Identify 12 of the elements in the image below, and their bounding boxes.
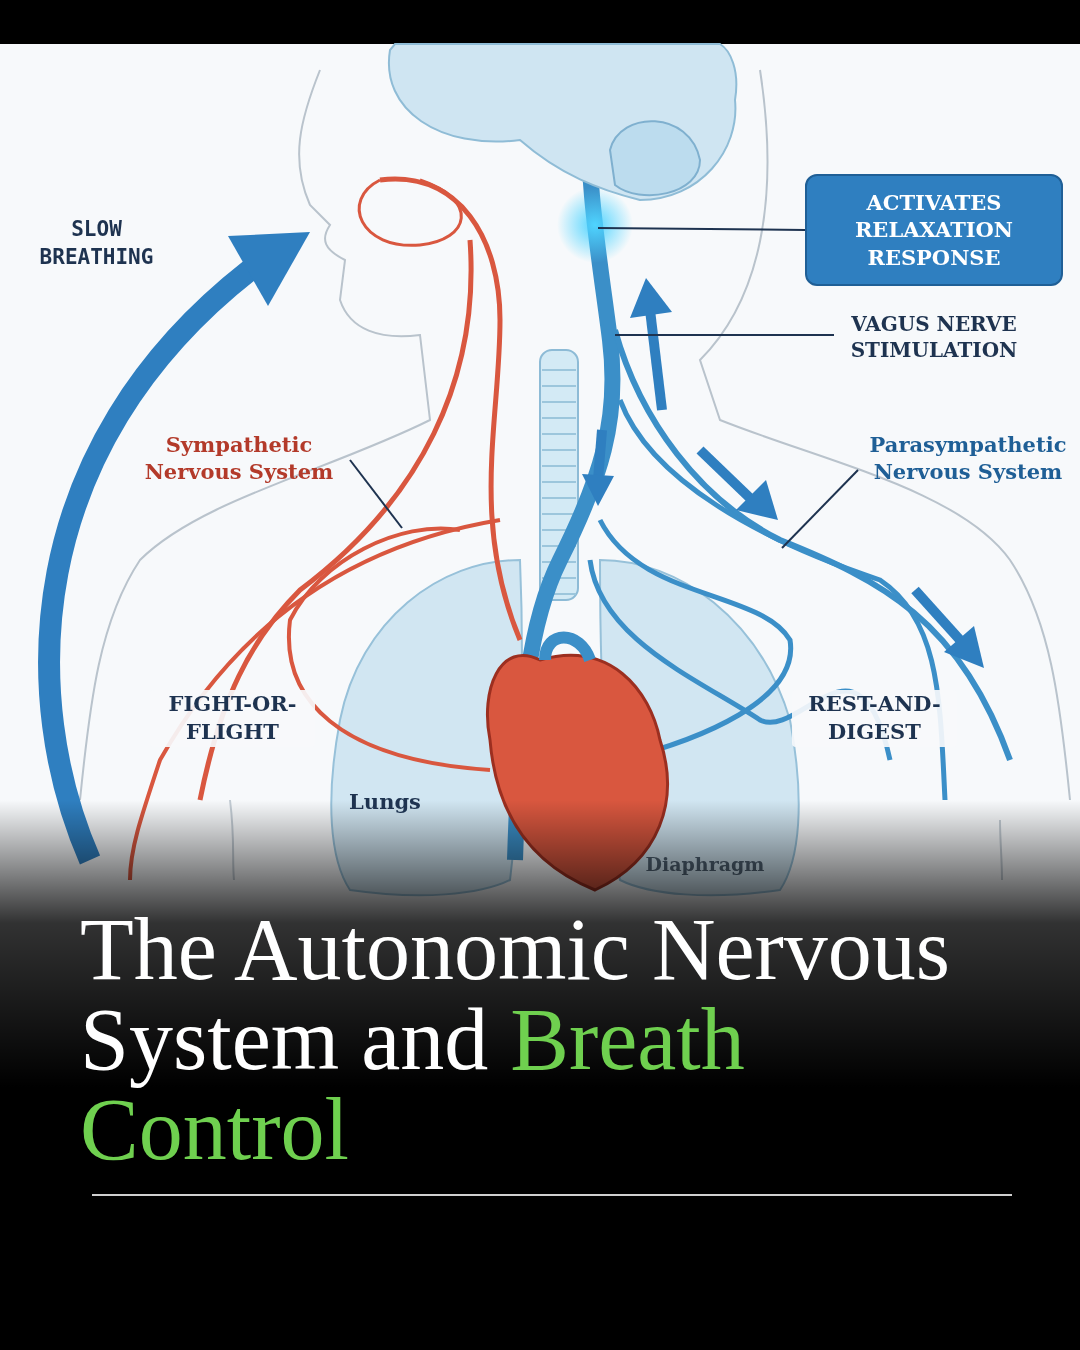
part-label: Lungs	[348, 788, 422, 816]
callout-text: VAGUS NERVE STIMULATION	[849, 311, 1019, 363]
part-label: Diaphragm	[644, 852, 766, 877]
callout-box: ACTIVATES RELAXATION RESPONSE	[805, 174, 1063, 286]
callout-text: Parasympathetic Nervous System	[868, 430, 1068, 486]
leader-line	[781, 469, 859, 549]
title: The Autonomic Nervous System and Breath Control	[80, 905, 952, 1175]
leader-line	[597, 227, 806, 231]
leader-line	[614, 334, 835, 336]
leader-line	[349, 459, 403, 529]
part-label: SLOW BREATHING	[38, 216, 155, 272]
callout-text: Sympathetic Nervous System	[143, 430, 335, 486]
